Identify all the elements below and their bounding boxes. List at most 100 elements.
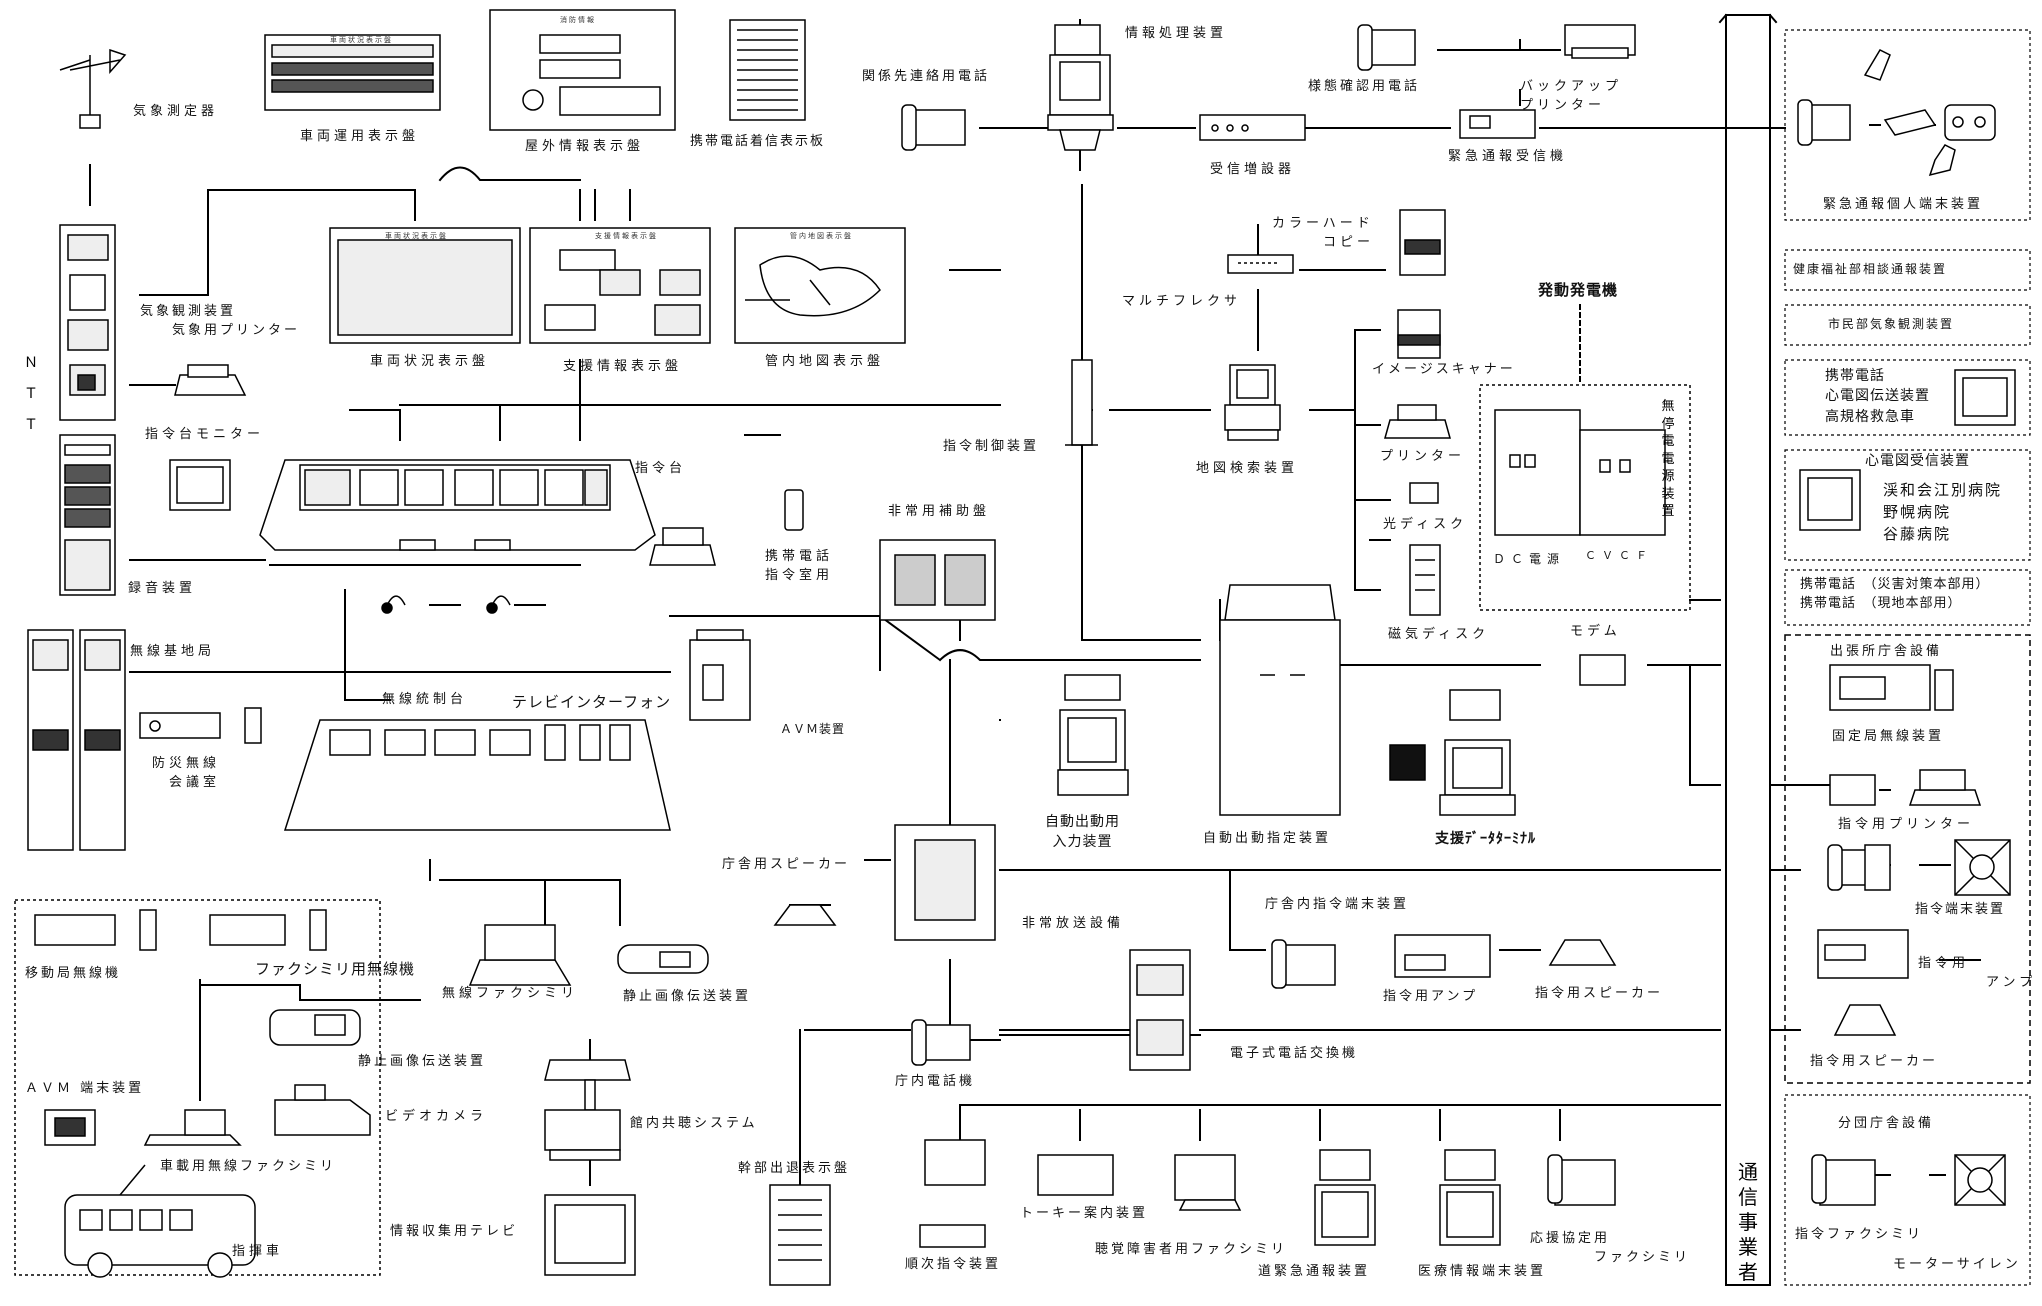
sub-facility-label: 分団庁舎設備 <box>1838 1117 1934 1130</box>
radio-control-device <box>285 720 670 830</box>
auto-dispatch-input-label: 自動出動用 入力装置 <box>1045 812 1120 853</box>
jurisdiction-map-device <box>735 228 905 343</box>
citizen-weather-label: 市民部気象観測装置 <box>1828 318 1954 330</box>
internal-phone-device <box>912 1020 970 1065</box>
tv-interphone-label: テレビインターフォン <box>512 695 671 710</box>
multiplexer-device <box>1228 255 1293 273</box>
road-emergency-device <box>1315 1150 1375 1245</box>
map-search-device <box>1225 365 1280 440</box>
command-car-label: 指揮車 <box>232 1245 283 1258</box>
magnetic-disk-label: 磁気ディスク <box>1388 628 1489 641</box>
status-phone-device <box>1358 25 1415 70</box>
support-fax-device <box>1548 1155 1615 1205</box>
emergency-aux-panel-label: 非常用補助盤 <box>888 505 990 518</box>
support-info-header: 支援情報表示盤 <box>595 231 658 240</box>
right-cmd-fax-device <box>1812 1155 1875 1205</box>
exec-board-device <box>770 1185 830 1285</box>
weather-meter-device <box>60 50 125 128</box>
pbx-label: 電子式電話交換機 <box>1230 1047 1358 1060</box>
recorder-device <box>60 435 115 595</box>
disaster-radio-label: 防災無線 会議室 <box>152 755 220 793</box>
emergency-broadcast-label: 非常放送設備 <box>1022 917 1124 930</box>
medical-terminal-device <box>1440 1150 1500 1245</box>
internal-cmd-terminal-label: 庁舎内指令端末装置 <box>1265 898 1409 911</box>
ecg-receiver-monitor-device <box>1800 470 1860 530</box>
vehicle-ops-board-label: 車両運用表示盤 <box>300 130 419 143</box>
cvcf-device <box>1580 430 1665 535</box>
fixed-radio-device <box>1830 665 1953 710</box>
right-cmd-printer-label: 指令用プリンター <box>1838 818 1974 831</box>
fixed-radio-label: 固定局無線装置 <box>1832 730 1944 743</box>
mobile-radio-device <box>35 910 326 950</box>
map-board-header: 管内地図表示盤 <box>790 231 853 240</box>
backup-printer-device <box>1565 25 1635 58</box>
optical-disk-device <box>1410 483 1438 503</box>
office-speaker-label: 庁舎用スピーカー <box>722 858 850 871</box>
cmd-amp-device <box>1395 935 1490 977</box>
fax-radio-label: ファクシミリ用無線機 <box>255 962 415 977</box>
disaster-radio-device <box>140 708 261 743</box>
outdoor-info-header: 消防情報 <box>560 15 596 24</box>
command-control-device <box>1065 360 1098 445</box>
headset-1-device <box>382 596 405 613</box>
weather-meter-label: 気象測定器 <box>133 105 218 118</box>
floppy-device <box>1390 745 1425 780</box>
still-image-tx-device <box>618 945 708 973</box>
outdoor-info-board-label: 屋外情報表示盤 <box>525 140 644 153</box>
right-cmd-phone-device <box>1828 845 1890 890</box>
ecg-receiver-label: 心電図受信装置 <box>1865 454 1970 468</box>
vehicle-status-header: 車両状況表示盤 <box>385 231 448 240</box>
outdoor-info-board-device <box>490 10 675 130</box>
auto-dispatch-server-device <box>1220 585 1340 815</box>
still-image-tx2-label: 静止画像伝送装置 <box>358 1055 486 1068</box>
modem-label: モデム <box>1570 625 1621 638</box>
right-cmd-fax-label: 指令ファクシミリ <box>1795 1228 1923 1241</box>
info-tv-label: 情報収集用テレビ <box>390 1225 518 1238</box>
internal-phone-label: 庁内電話機 <box>895 1075 975 1088</box>
medical-terminal-label: 医療情報端末装置 <box>1418 1265 1546 1278</box>
road-emergency-label: 道緊急通報装置 <box>1258 1265 1370 1278</box>
vehicle-radio-fax-label: 車載用無線ファクシミリ <box>160 1160 336 1173</box>
mobile-incoming-board-label: 携帯電話着信表示板 <box>690 135 825 148</box>
still-image-tx2-device <box>270 1010 360 1045</box>
weather-observer-label: 気象観測装置 気象用プリンター <box>140 303 300 341</box>
mobile-radio-label: 移動局無線機 <box>25 967 121 980</box>
contact-phone-label: 関係先連絡用電話 <box>862 70 990 83</box>
magnetic-disk-device <box>1410 545 1440 615</box>
mobile-cmd-room-label: 携帯電話 指令室用 <box>765 548 833 586</box>
info-processor-device <box>1048 25 1113 150</box>
hearing-fax-device <box>1175 1155 1240 1210</box>
avm-device <box>690 630 750 720</box>
auto-dispatch-designator-label: 自動出動指定装置 <box>1203 832 1331 845</box>
support-info-board-label: 支援情報表示盤 <box>563 360 682 373</box>
hospitals-label: 渓和会江別病院 野幌病院 谷藤病院 <box>1883 480 2002 545</box>
right-cmd-printer-device <box>1830 770 1980 805</box>
support-terminal-label: 支援ﾃﾞｰﾀﾀｰﾐﾅﾙ <box>1435 832 1536 846</box>
sequential-cmd-label: 順次指令装置 <box>905 1258 1001 1271</box>
personal-emergency-terminal-label: 緊急通報個人端末装置 <box>1823 198 1983 211</box>
personal-terminal-device <box>1798 50 1995 175</box>
contact-phone-device <box>902 105 965 150</box>
cmd-amp-label: 指令用アンプ <box>1383 990 1478 1003</box>
right-amp-device <box>1818 930 1908 978</box>
console-monitor-label: 指令台モニター <box>145 428 264 441</box>
receiver-amp-label: 受信増設器 <box>1210 163 1295 176</box>
printer-mid-label: プリンター <box>1380 450 1465 463</box>
right-speaker-device <box>1835 1005 1895 1035</box>
command-control-label: 指令制御装置 <box>943 440 1039 453</box>
right-cmd-terminal-label: 指令端末装置 <box>1915 903 2005 916</box>
motor-siren-device <box>1955 1155 2005 1205</box>
vehicle-ops-board-header: 車両状況表示盤 <box>330 35 393 44</box>
office-switchboard-device <box>895 825 995 940</box>
vehicle-ops-board-device <box>265 35 440 110</box>
branch-facility-label: 出張所庁舎設備 <box>1830 645 1942 658</box>
color-hardcopy-label: カラーハード コピー <box>1272 215 1374 253</box>
building-av-device <box>545 1060 630 1160</box>
jurisdiction-map-label: 管内地図表示盤 <box>765 355 884 368</box>
recorder-label: 録音装置 <box>128 582 196 595</box>
color-hardcopy-device <box>1400 210 1445 275</box>
map-search-label: 地図検索装置 <box>1196 462 1298 475</box>
headset-2-device <box>487 596 510 613</box>
right-cmd-speaker-label: 指令用スピーカー <box>1810 1055 1938 1068</box>
